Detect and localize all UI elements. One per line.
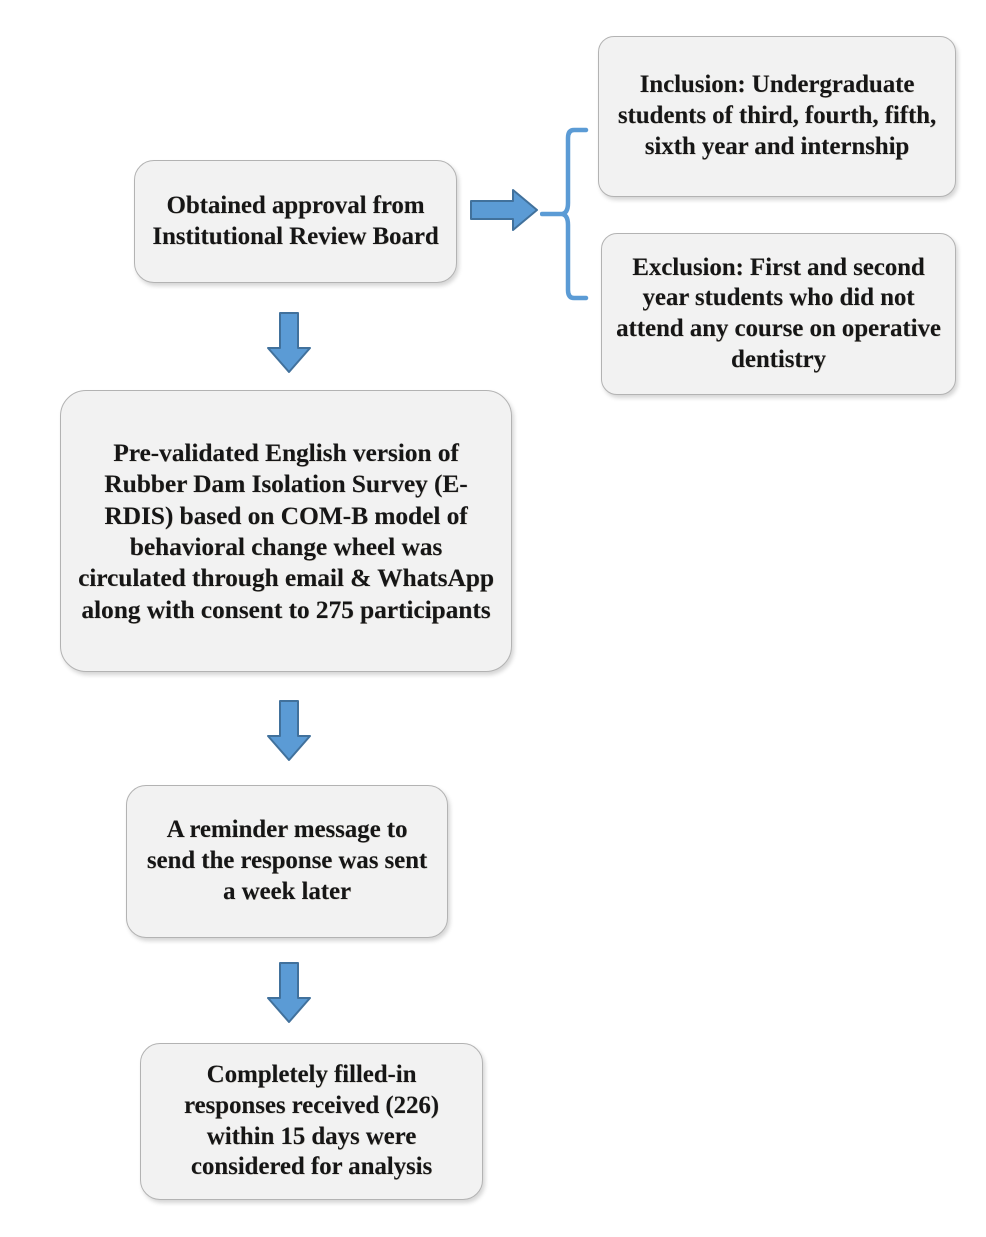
arrow-right-icon bbox=[470, 189, 538, 231]
node-responses-analyzed: Completely filled-in responses received … bbox=[140, 1043, 483, 1200]
node-reminder-message: A reminder message to send the response … bbox=[126, 785, 448, 938]
node-obtained-approval: Obtained approval from Institutional Rev… bbox=[134, 160, 457, 283]
curly-brace-connector-icon bbox=[540, 125, 590, 305]
arrow-down-icon bbox=[266, 962, 312, 1024]
node-exclusion-criteria: Exclusion: First and second year student… bbox=[601, 233, 956, 395]
node-inclusion-criteria: Inclusion: Undergraduate students of thi… bbox=[598, 36, 956, 197]
node-survey-circulated-label: Pre-validated English version of Rubber … bbox=[78, 437, 494, 624]
arrow-down-icon bbox=[266, 312, 312, 374]
node-reminder-message-label: A reminder message to send the response … bbox=[146, 816, 428, 905]
arrow-down-icon bbox=[266, 700, 312, 762]
node-obtained-approval-label: Obtained approval from Institutional Rev… bbox=[152, 191, 439, 250]
node-inclusion-criteria-label: Inclusion: Undergraduate students of thi… bbox=[617, 71, 937, 160]
node-responses-analyzed-label: Completely filled-in responses received … bbox=[184, 1061, 439, 1181]
node-survey-circulated: Pre-validated English version of Rubber … bbox=[60, 390, 512, 672]
node-exclusion-criteria-label: Exclusion: First and second year student… bbox=[616, 253, 941, 373]
